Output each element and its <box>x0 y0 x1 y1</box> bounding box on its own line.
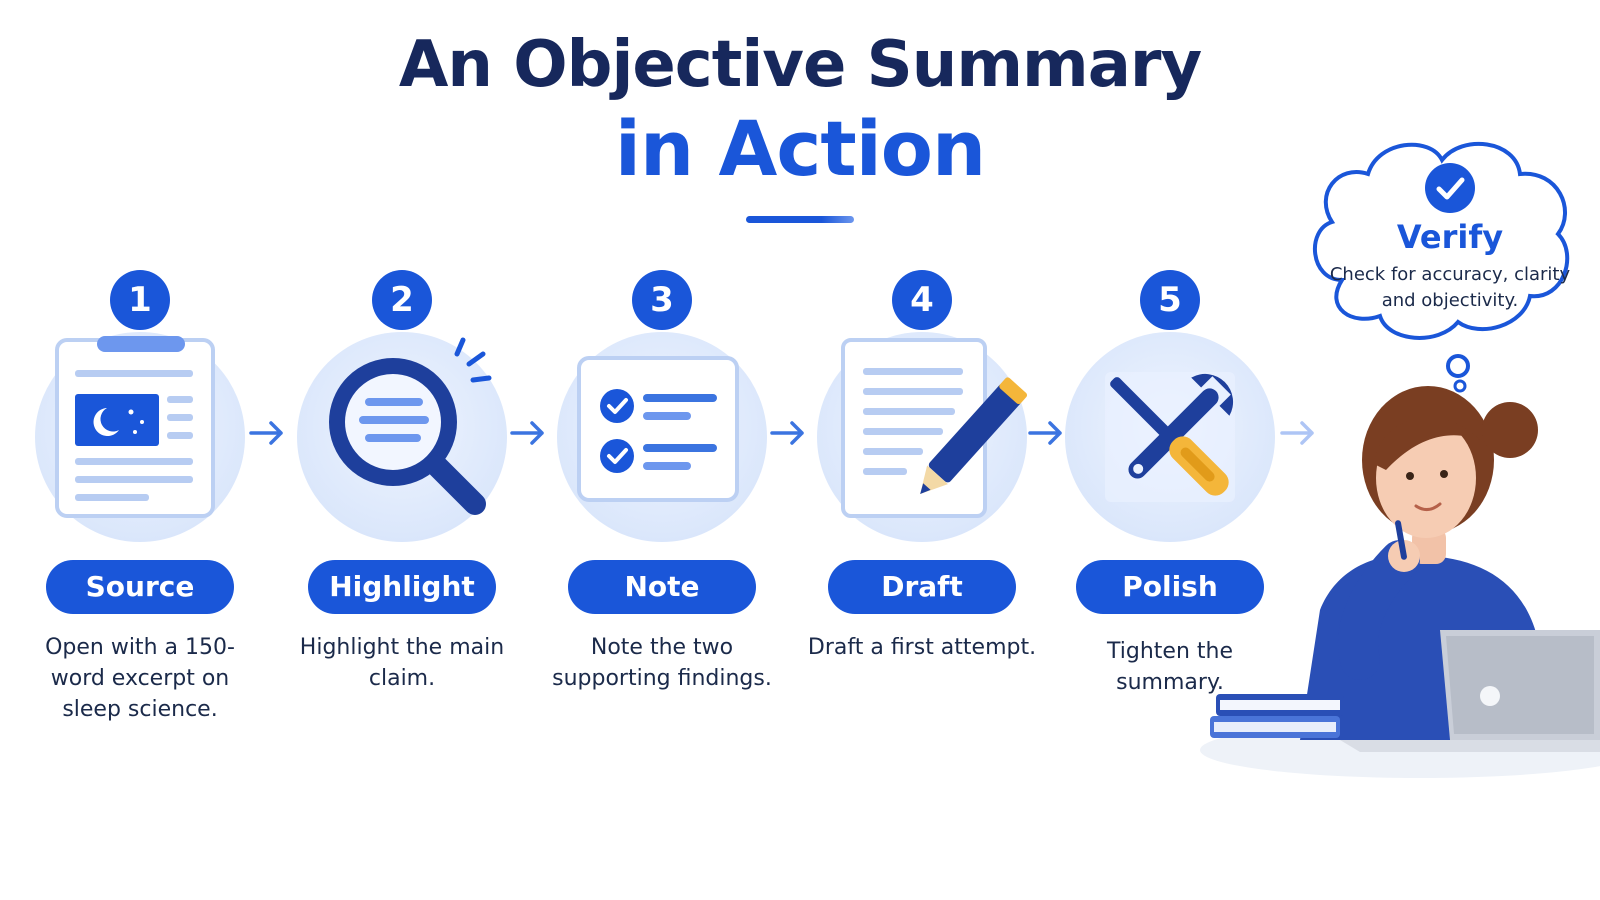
arrow-right-icon <box>510 421 544 445</box>
step-description: Open with a 150-word excerpt on sleep sc… <box>45 635 235 722</box>
person-with-laptop-illustration <box>1200 386 1600 778</box>
verify-title: Verify <box>1396 218 1504 256</box>
document-pencil-icon <box>841 338 1027 518</box>
arrow-right-icon <box>249 421 283 445</box>
step-number-badge: 1 <box>110 270 170 330</box>
step-label-pill: Source <box>46 560 234 614</box>
step-label-pill: Draft <box>828 560 1016 614</box>
step-number-badge: 2 <box>372 270 432 330</box>
page-title-line-1: An Objective Summary <box>398 28 1202 102</box>
step-number-badge: 3 <box>632 270 692 330</box>
checkmark-icon <box>1425 163 1475 213</box>
step-description: Highlight the main claim. <box>299 635 505 691</box>
arrow-right-icon <box>1280 421 1314 445</box>
magnifier-icon <box>329 337 492 515</box>
step-label-pill: Highlight <box>308 560 496 614</box>
step-number-badge: 4 <box>892 270 952 330</box>
verify-description: Check for accuracy, clarity and objectiv… <box>1329 264 1571 311</box>
step-label-pill: Polish <box>1076 560 1264 614</box>
wrench-screwdriver-icon <box>1105 372 1235 502</box>
step-description: Draft a first attempt. <box>807 635 1037 660</box>
arrow-right-icon <box>770 421 804 445</box>
document-moon-icon <box>55 336 215 518</box>
step-number-badge: 5 <box>1140 270 1200 330</box>
thought-cloud <box>1312 141 1570 393</box>
checklist-icon <box>577 356 739 502</box>
step-label-pill: Note <box>568 560 756 614</box>
step-description: Tighten the summary. <box>1107 639 1233 695</box>
page-title-line-2: in Action <box>614 104 986 193</box>
arrow-right-icon <box>1028 421 1062 445</box>
title-underline <box>746 216 854 223</box>
step-description: Note the two supporting findings. <box>552 635 772 691</box>
